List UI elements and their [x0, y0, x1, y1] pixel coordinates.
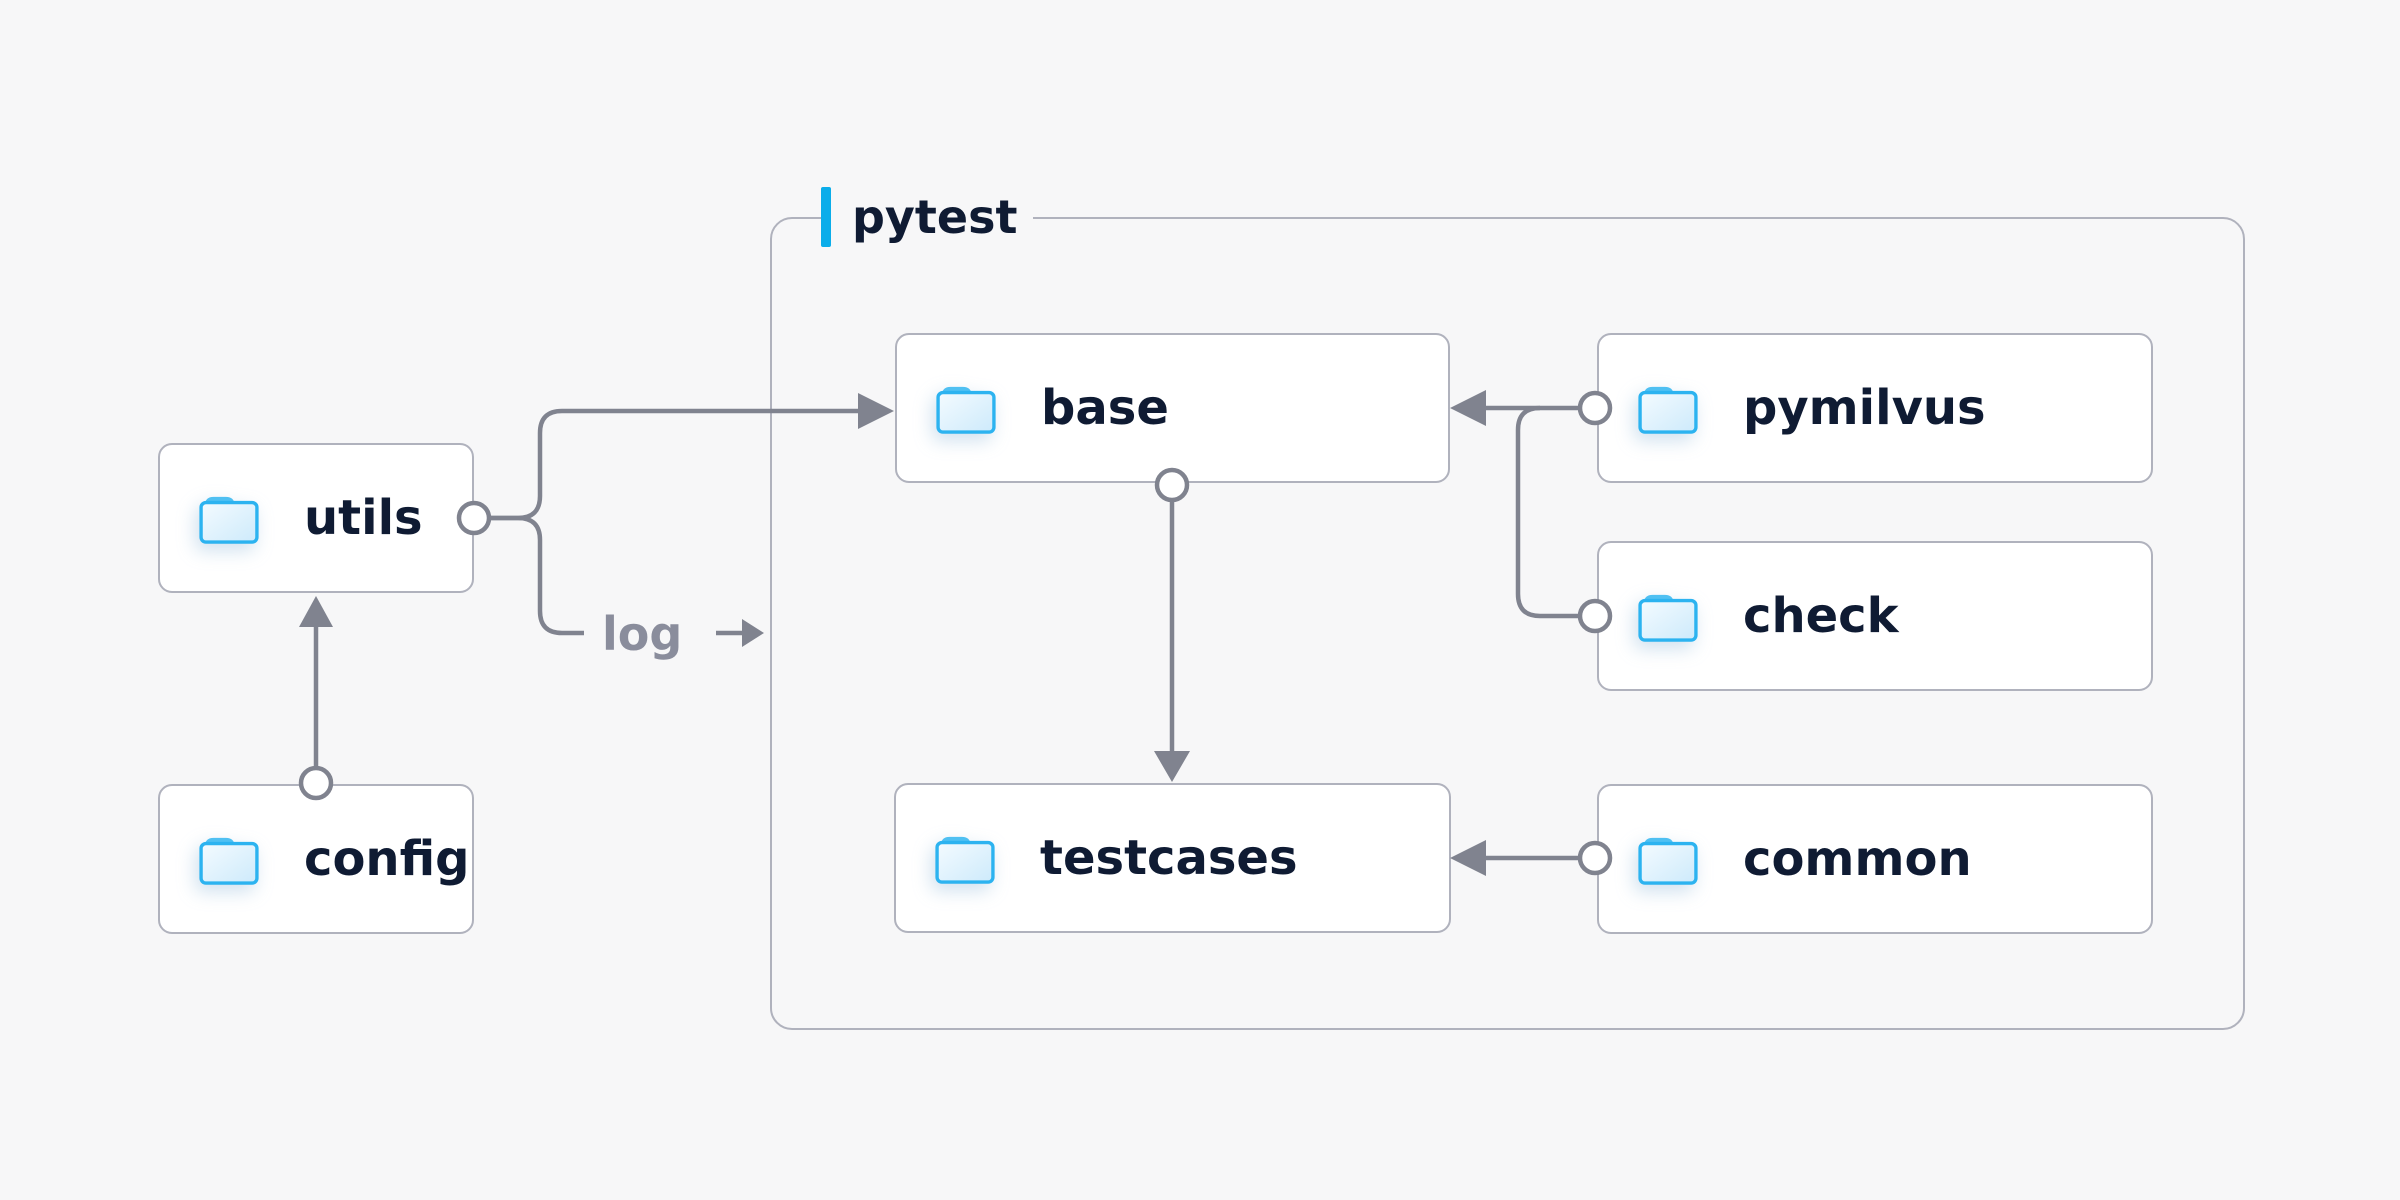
- node-check: check: [1597, 541, 2153, 691]
- node-label: testcases: [1040, 830, 1298, 886]
- pytest-group-box: [770, 217, 2245, 1030]
- folder-icon: [1638, 594, 1698, 642]
- node-config: config: [158, 784, 474, 934]
- node-base: base: [895, 333, 1450, 483]
- node-common: common: [1597, 784, 2153, 934]
- folder-icon: [936, 386, 996, 434]
- arrowhead-into-utils: [299, 596, 333, 627]
- node-label: check: [1743, 588, 1899, 644]
- pytest-group-label: pytest: [821, 186, 1034, 248]
- node-testcases: testcases: [894, 783, 1451, 933]
- folder-icon: [935, 836, 995, 884]
- node-pymilvus: pymilvus: [1597, 333, 2153, 483]
- node-label: base: [1041, 380, 1169, 436]
- node-label: utils: [304, 490, 423, 546]
- group-title: pytest: [852, 190, 1018, 244]
- edge-label-log: log: [602, 607, 683, 661]
- node-label: common: [1743, 831, 1972, 887]
- folder-icon: [199, 837, 259, 885]
- edge-config-utils: [299, 596, 333, 768]
- node-label: config: [304, 831, 470, 887]
- node-label: pymilvus: [1743, 380, 1986, 436]
- arrowhead-into-pytest: [742, 619, 764, 647]
- folder-icon: [1638, 386, 1698, 434]
- accent-bar: [821, 187, 831, 247]
- folder-icon: [1638, 837, 1698, 885]
- folder-icon: [199, 496, 259, 544]
- node-utils: utils: [158, 443, 474, 593]
